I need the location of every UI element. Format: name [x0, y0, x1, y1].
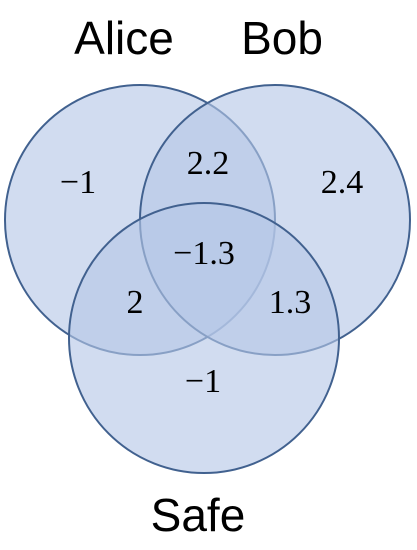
set-label-alice: Alice	[74, 12, 174, 64]
set-label-bob: Bob	[241, 12, 323, 64]
set-label-safe: Safe	[151, 489, 246, 541]
region-alice-only: −1	[60, 164, 96, 201]
circle-safe	[68, 202, 340, 474]
region-alice-bob: 2.2	[187, 145, 230, 182]
region-bob-only: 2.4	[321, 164, 364, 201]
region-all-three: −1.3	[173, 235, 235, 272]
region-alice-safe: 2	[127, 284, 144, 321]
set-circles	[4, 84, 411, 474]
region-safe-only: −1	[185, 363, 221, 400]
region-bob-safe: 1.3	[269, 284, 312, 321]
